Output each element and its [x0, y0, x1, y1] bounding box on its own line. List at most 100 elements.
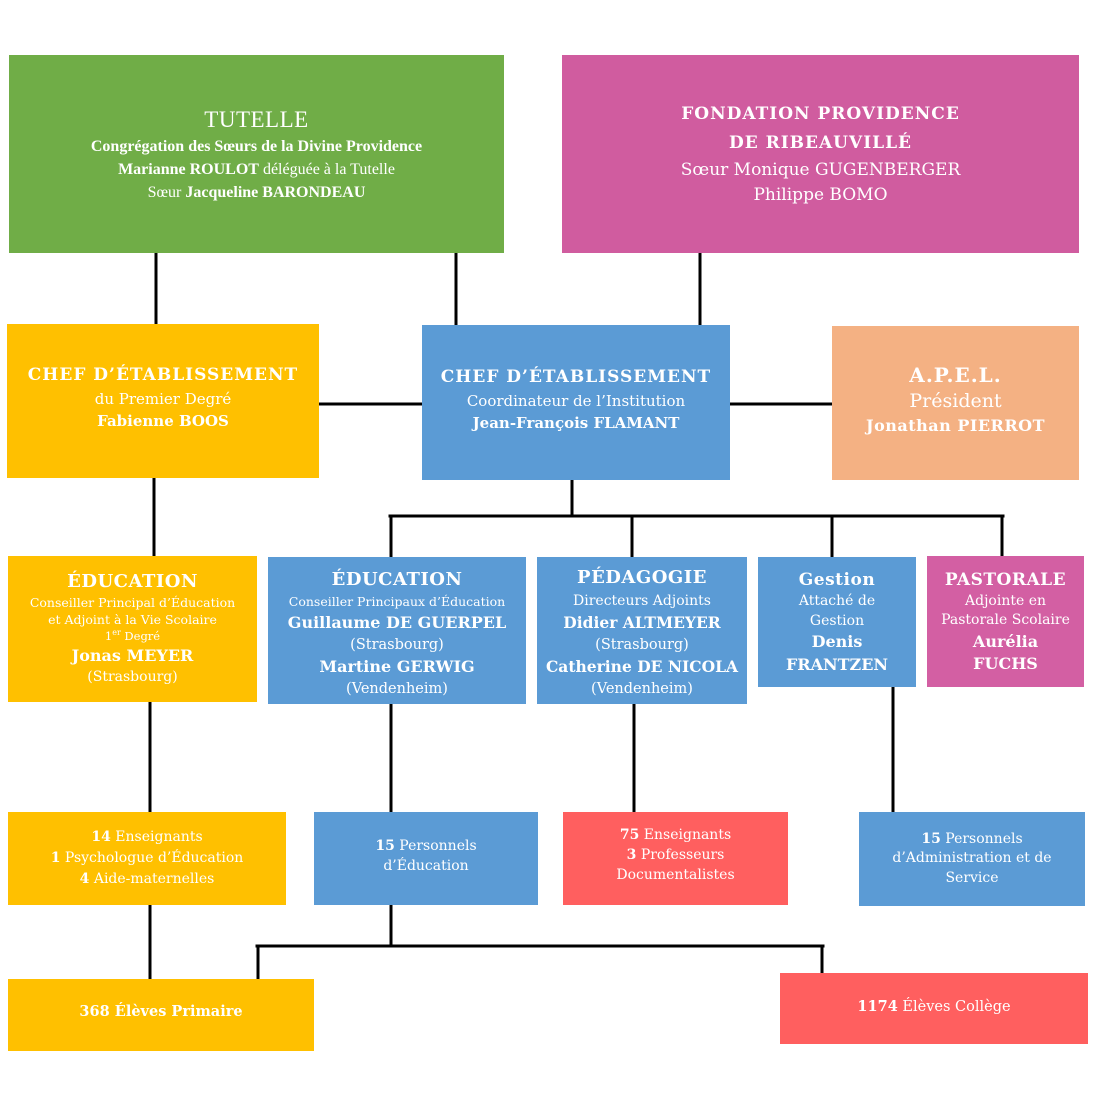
- staff-admin-box: 15 Personnels d’Administration et de Ser…: [859, 812, 1085, 906]
- staff-primaire-teachers: 14 Enseignants: [91, 827, 202, 848]
- tutelle-title: TUTELLE: [204, 106, 309, 132]
- gestion-role-line1: Attaché de: [798, 593, 876, 609]
- staff-primaire-teachers-label: Enseignants: [115, 829, 203, 845]
- students-college-line: 1174 Élèves Collège: [857, 996, 1010, 1018]
- fondation-title-line1: FONDATION PROVIDENCE: [681, 104, 960, 124]
- staff-college-teachers-label: Enseignants: [643, 827, 732, 843]
- pedagogie-site1: (Strasbourg): [595, 636, 689, 653]
- chef-coordinateur-subtitle: Coordinateur de l’Institution: [466, 391, 686, 410]
- chef-primaire-name: Fabienne BOOS: [97, 412, 229, 430]
- staff-primaire-box: 14 Enseignants 1 Psychologue d’Éducation…: [8, 812, 286, 905]
- staff-admin-label-line1: Personnels: [945, 830, 1023, 847]
- staff-admin-label-line3: Service: [945, 869, 999, 886]
- students-college-label: Élèves Collège: [902, 998, 1011, 1015]
- staff-primaire-aides-count: 4: [79, 871, 90, 887]
- pedagogie-name2: Catherine DE NICOLA: [545, 656, 739, 676]
- staff-college-teachers: 75 Enseignants: [620, 825, 731, 845]
- staff-primaire-psychologist: 1 Psychologue d’Éducation: [51, 848, 244, 869]
- gestion-name-line2: FRANTZEN: [785, 654, 889, 674]
- education-college-site2: (Vendenheim): [346, 680, 448, 697]
- tutelle-box: TUTELLE Congrégation des Sœurs de la Div…: [9, 55, 504, 253]
- staff-college-librarians-label-line1: Professeurs: [640, 847, 725, 863]
- education-primaire-site: (Strasbourg): [87, 669, 178, 685]
- staff-primaire-aides-label: Aide-maternelles: [93, 871, 215, 887]
- staff-education-count: 15: [375, 837, 395, 854]
- fondation-member1: Sœur Monique GUGENBERGER: [680, 160, 961, 180]
- staff-education-label-line2: d’Éducation: [383, 857, 469, 874]
- tutelle-congregation: Congrégation des Sœurs de la Divine Prov…: [90, 137, 423, 155]
- education-primaire-box: ÉDUCATION Conseiller Principal d’Éducati…: [8, 556, 257, 702]
- staff-college-librarians: 3 Professeurs: [627, 845, 725, 865]
- chef-primaire-subtitle: du Premier Degré: [94, 390, 232, 408]
- fondation-title-line2: DE RIBEAUVILLÉ: [728, 133, 913, 153]
- students-primaire-count: 368: [79, 1002, 110, 1020]
- staff-college-librarians-label-line2: Documentalistes: [616, 867, 735, 883]
- education-primaire-role-line2: et Adjoint à la Vie Scolaire: [48, 612, 217, 627]
- chef-coordinateur-name: Jean-François FLAMANT: [472, 413, 680, 432]
- staff-primaire-psychologist-count: 1: [50, 850, 61, 866]
- staff-college-teachers-count: 75: [619, 827, 640, 843]
- pedagogie-role: Directeurs Adjoints: [573, 592, 711, 609]
- tutelle-delegate-name: Marianne ROULOT: [118, 160, 259, 178]
- staff-admin-count: 15: [921, 830, 941, 847]
- education-college-name1: Guillaume DE GUERPEL: [287, 612, 507, 632]
- pastorale-name-line2: FUCHS: [973, 654, 1038, 673]
- tutelle-sister-name: Jacqueline BARONDEAU: [185, 183, 366, 201]
- gestion-title: Gestion: [798, 570, 876, 590]
- education-primaire-level-word: Degré: [124, 629, 161, 643]
- tutelle-delegate: Marianne ROULOT déléguée à la Tutelle: [118, 158, 395, 181]
- gestion-box: Gestion Attaché de Gestion Denis FRANTZE…: [758, 557, 916, 687]
- education-college-name2: Martine GERWIG: [319, 656, 475, 676]
- staff-college-librarians-count: 3: [626, 847, 637, 863]
- tutelle-sister-prefix: Sœur: [147, 183, 182, 201]
- staff-primaire-psychologist-label: Psychologue d’Éducation: [64, 850, 244, 866]
- apel-role: Président: [909, 390, 1002, 412]
- students-primaire-line: 368 Élèves Primaire: [79, 1001, 242, 1023]
- tutelle-delegate-role: déléguée à la Tutelle: [262, 160, 395, 178]
- education-primaire-name: Jonas MEYER: [71, 646, 194, 665]
- staff-primaire-teachers-count: 14: [91, 829, 111, 845]
- pedagogie-box: PÉDAGOGIE Directeurs Adjoints Didier ALT…: [537, 557, 747, 704]
- education-college-site1: (Strasbourg): [350, 636, 444, 653]
- education-college-box: ÉDUCATION Conseiller Principaux d’Éducat…: [268, 557, 526, 704]
- staff-admin-label-line2: d’Administration et de: [892, 850, 1052, 867]
- fondation-box: FONDATION PROVIDENCE DE RIBEAUVILLÉ Sœur…: [562, 55, 1079, 253]
- education-primaire-level-suffix: er: [112, 628, 121, 638]
- students-primaire-box: 368 Élèves Primaire: [8, 979, 314, 1051]
- staff-education-line1: 15 Personnels: [375, 836, 476, 856]
- students-college-count: 1174: [857, 997, 898, 1015]
- pedagogie-name1: Didier ALTMEYER: [563, 612, 721, 632]
- fondation-member2: Philippe BOMO: [753, 185, 888, 205]
- students-college-box: 1174 Élèves Collège: [780, 973, 1088, 1044]
- pedagogie-title: PÉDAGOGIE: [577, 566, 707, 588]
- education-primaire-role-line1: Conseiller Principal d’Éducation: [29, 595, 236, 610]
- chef-primaire-box: CHEF D’ÉTABLISSEMENT du Premier Degré Fa…: [7, 324, 319, 478]
- students-primaire-label: Élèves Primaire: [114, 1002, 243, 1020]
- pastorale-box: PASTORALE Adjointe en Pastorale Scolaire…: [927, 556, 1084, 687]
- staff-admin-line1: 15 Personnels: [921, 830, 1022, 850]
- education-college-title: ÉDUCATION: [331, 568, 463, 590]
- gestion-role-line2: Gestion: [809, 612, 865, 629]
- staff-education-label-line1: Personnels: [399, 837, 477, 854]
- pastorale-name-line1: Aurélia: [972, 631, 1039, 651]
- chef-coordinateur-box: CHEF D’ÉTABLISSEMENT Coordinateur de l’I…: [422, 325, 730, 480]
- pastorale-role-line1: Adjointe en: [965, 592, 1046, 609]
- tutelle-sister: Sœur Jacqueline BARONDEAU: [148, 181, 366, 204]
- chef-coordinateur-title: CHEF D’ÉTABLISSEMENT: [440, 366, 712, 387]
- education-primaire-title: ÉDUCATION: [67, 571, 198, 592]
- gestion-name-line1: Denis: [811, 632, 863, 651]
- education-college-role: Conseiller Principaux d’Éducation: [288, 593, 506, 609]
- apel-box: A.P.E.L. Président Jonathan PIERROT: [832, 326, 1079, 480]
- chef-primaire-title: CHEF D’ÉTABLISSEMENT: [27, 365, 299, 385]
- staff-primaire-aides: 4 Aide-maternelles: [80, 869, 215, 890]
- apel-name: Jonathan PIERROT: [866, 416, 1045, 435]
- education-primaire-level-number: 1: [104, 629, 113, 643]
- staff-college-box: 75 Enseignants 3 Professeurs Documentali…: [563, 812, 788, 905]
- pastorale-title: PASTORALE: [944, 569, 1067, 590]
- education-primaire-level: 1er Degré: [105, 628, 160, 645]
- apel-title: A.P.E.L.: [909, 363, 1002, 387]
- staff-education-box: 15 Personnels d’Éducation: [314, 812, 538, 905]
- pastorale-role-line2: Pastorale Scolaire: [941, 612, 1070, 628]
- pedagogie-site2: (Vendenheim): [591, 680, 693, 697]
